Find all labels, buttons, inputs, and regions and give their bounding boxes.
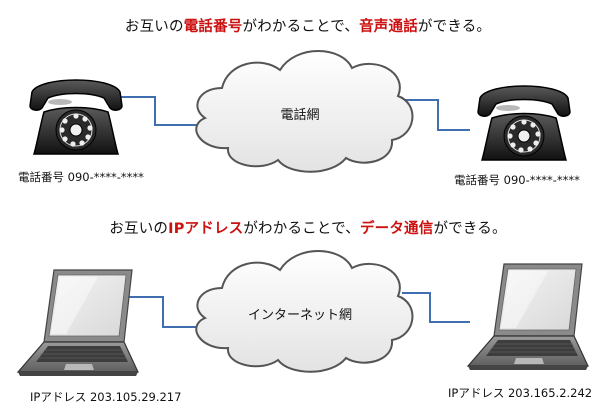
cloud-label-phone-network: 電話網 xyxy=(280,108,320,123)
rotary-telephone-icon xyxy=(477,85,571,161)
laptop-icon xyxy=(16,269,139,376)
heading-highlight-phone-number: 電話番号 xyxy=(183,19,243,35)
rotary-telephone-icon xyxy=(29,79,123,155)
connector-lines xyxy=(118,96,470,328)
caption-right-ip-address: IPアドレス 203.165.2.242 xyxy=(448,386,593,400)
heading-text: がわかることで、 xyxy=(243,221,360,237)
heading-highlight-ip-address: IPアドレス xyxy=(168,221,244,237)
heading-text: お互いの xyxy=(124,19,184,35)
heading-highlight-data-communication: データ通信 xyxy=(359,221,434,237)
caption-right-phone-number: 電話番号 090-****-**** xyxy=(454,173,580,187)
heading-text: ができる。 xyxy=(433,221,507,237)
heading-text: お互いの xyxy=(109,221,169,237)
heading-internet: お互いのIPアドレスがわかることで、データ通信ができる。 xyxy=(0,217,616,238)
heading-text: がわかることで、 xyxy=(242,19,360,35)
cloud-internet xyxy=(195,250,414,373)
connector-line-phone-left xyxy=(118,96,200,126)
heading-phone: お互いの電話番号がわかることで、音声通話ができる。 xyxy=(0,15,616,36)
connector-line-laptop-left xyxy=(128,296,200,328)
heading-highlight-voice-call: 音声通話 xyxy=(359,19,418,35)
laptop-icon xyxy=(466,263,589,370)
caption-left-ip-address: IPアドレス 203.105.29.217 xyxy=(30,390,182,404)
cloud-label-internet: インターネット網 xyxy=(247,308,352,323)
connector-line-phone-right xyxy=(402,99,470,131)
cloud-phone-network xyxy=(195,50,414,173)
connector-line-laptop-right xyxy=(402,292,470,323)
heading-text: ができる。 xyxy=(417,19,492,35)
caption-left-phone-number: 電話番号 090-****-**** xyxy=(18,170,144,184)
